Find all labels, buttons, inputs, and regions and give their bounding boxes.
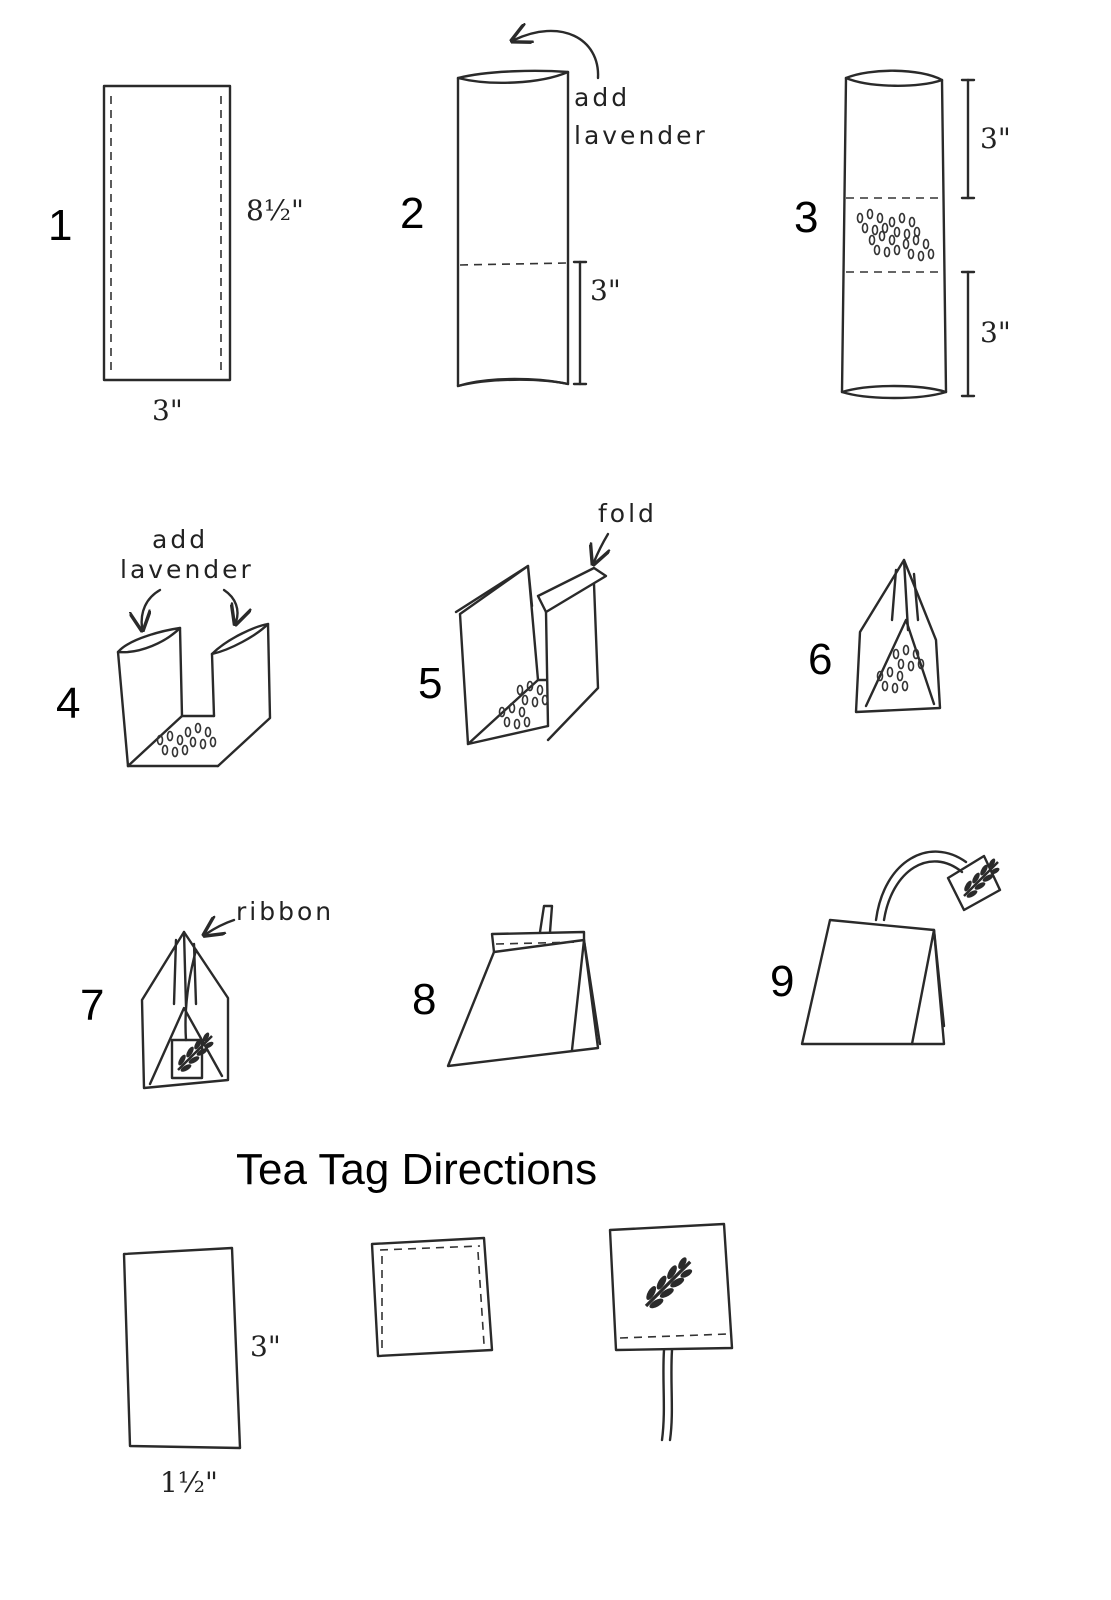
step-8: 8 xyxy=(412,904,602,1068)
fabric-strip xyxy=(102,84,232,382)
ribbon-stub xyxy=(538,904,554,934)
ribbon xyxy=(874,850,968,922)
pyramid-bag xyxy=(140,930,230,1090)
bag-base xyxy=(126,714,220,768)
ribbon xyxy=(882,860,964,922)
step-3: 3 3" 3" xyxy=(794,69,1011,400)
bag-side xyxy=(570,938,602,1052)
arrow-icon xyxy=(514,31,600,80)
pyramid-bag xyxy=(854,558,942,714)
dimension-label: 3" xyxy=(980,316,1011,349)
tag-folded xyxy=(370,1236,494,1358)
tube-bottom xyxy=(456,377,570,388)
note-line: lavender xyxy=(120,555,254,584)
lavender-seeds xyxy=(498,702,531,730)
step-9: 9 xyxy=(770,850,1002,1046)
bag-side xyxy=(910,928,946,1046)
step-5: 5 fold xyxy=(418,499,657,746)
dimension-label: 3" xyxy=(980,122,1011,155)
dimension-label: 3" xyxy=(250,1330,281,1363)
lavender-seeds xyxy=(888,212,921,240)
bag-right-wall xyxy=(210,622,272,768)
step-number: 6 xyxy=(808,635,832,684)
dimension-label: 3" xyxy=(152,394,183,427)
tea-tag xyxy=(170,1038,204,1080)
pyramid-front xyxy=(148,1006,224,1086)
step-1: 1 8½" 3" xyxy=(48,84,304,427)
bag-base xyxy=(466,678,550,746)
bag-left-top xyxy=(454,564,530,614)
bag-right-wall xyxy=(544,582,600,742)
finished-bag xyxy=(446,938,600,1068)
step-number: 5 xyxy=(418,659,442,708)
note-line: fold xyxy=(598,499,657,528)
seam-line xyxy=(459,262,567,266)
note-line: add xyxy=(574,83,630,112)
step-number: 9 xyxy=(770,957,794,1006)
ribbon xyxy=(660,1348,674,1442)
step-number: 8 xyxy=(412,975,436,1024)
bag-top-fold xyxy=(490,930,586,954)
arrow-icon xyxy=(206,920,236,934)
seam-line xyxy=(379,1245,481,1251)
step-number: 2 xyxy=(400,189,424,238)
bag-left-opening xyxy=(116,626,182,654)
arrow-icon xyxy=(142,588,162,628)
tag-finished xyxy=(608,1222,734,1352)
arrow-icon xyxy=(594,532,608,562)
seam-line xyxy=(619,1333,729,1339)
dimension-label: 8½" xyxy=(246,194,304,227)
tea-tag xyxy=(946,854,1002,912)
step-number: 4 xyxy=(56,679,80,728)
step-7: 7 ribbon xyxy=(80,897,334,1090)
step-number: 7 xyxy=(80,981,104,1030)
tube-opening xyxy=(844,76,944,87)
lavender-sprig-icon xyxy=(642,1254,696,1312)
step-4: 4 add lavender xyxy=(56,525,272,768)
bag-left-wall xyxy=(458,564,540,746)
step-number: 3 xyxy=(794,193,818,242)
note-line: lavender xyxy=(574,121,708,150)
tea-tag-directions: Tea Tag Directions 3" 1½" xyxy=(122,1145,734,1499)
arrow-icon xyxy=(222,588,238,622)
lavender-seeds xyxy=(516,680,549,708)
lavender-seeds xyxy=(856,208,889,236)
folded-tube xyxy=(456,69,570,388)
bag-right-opening xyxy=(210,622,270,718)
bag-base xyxy=(126,714,184,768)
dimension-label: 3" xyxy=(590,274,621,307)
seam-line xyxy=(477,1251,485,1345)
ribbon xyxy=(184,948,198,1042)
tube-opening xyxy=(456,70,570,84)
section-title: Tea Tag Directions xyxy=(236,1145,597,1194)
note-line: add xyxy=(152,525,208,554)
folded-flap xyxy=(536,566,608,614)
step-2: 2 3" add lavender xyxy=(400,31,708,388)
finished-bag xyxy=(800,918,946,1046)
step-6: 6 xyxy=(808,558,942,714)
tag-fabric-piece xyxy=(122,1246,242,1450)
pyramid-front xyxy=(864,618,936,708)
lavender-seeds xyxy=(902,234,935,262)
note-line: ribbon xyxy=(236,897,334,926)
dimension-label: 1½" xyxy=(160,1466,218,1499)
step-number: 1 xyxy=(48,201,72,250)
lavender-seeds xyxy=(184,722,217,750)
seam-line xyxy=(495,941,581,945)
pyramid-seam xyxy=(890,558,920,632)
tube-bottom xyxy=(840,384,948,394)
